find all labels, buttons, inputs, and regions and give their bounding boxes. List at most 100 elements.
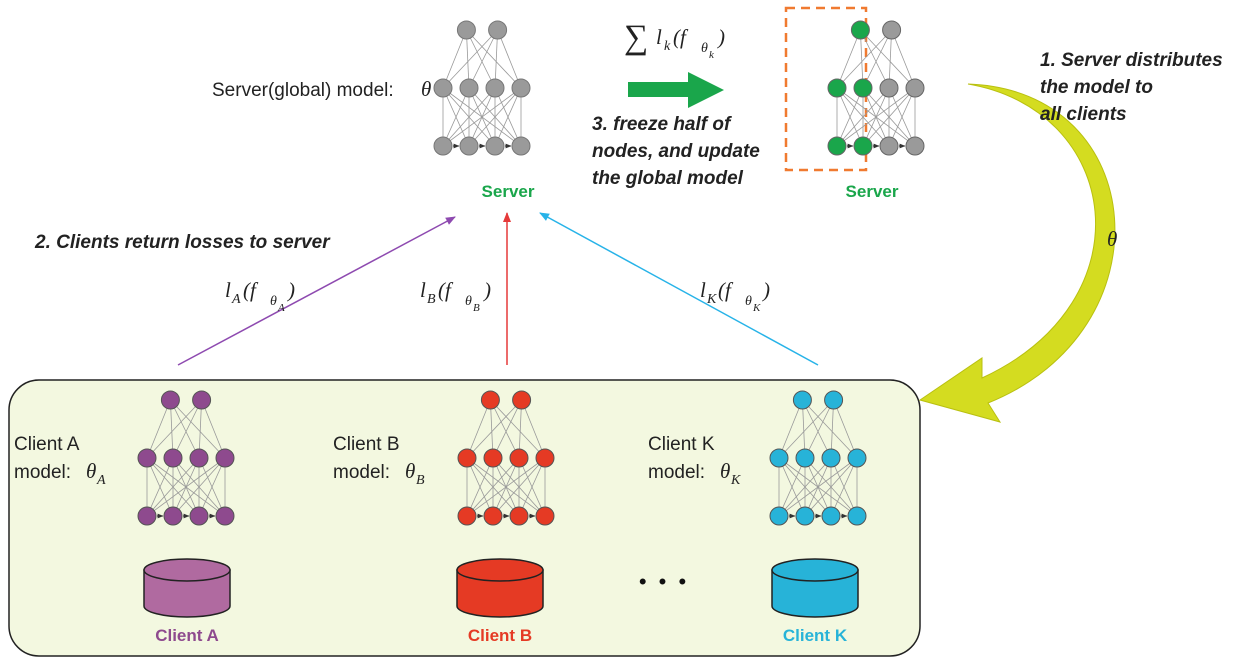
svg-text:B: B [416, 473, 425, 488]
svg-text:A: A [231, 292, 241, 307]
server-caption: Server [482, 182, 535, 201]
node [483, 506, 503, 526]
node [853, 136, 873, 156]
loss-label-k: l K (f θ K ) [700, 278, 770, 314]
svg-text:the model to: the model to [1040, 77, 1153, 98]
client-b-caption: Client B [468, 626, 532, 645]
updated-server-network [827, 20, 925, 156]
loss-label-a: l A (f θ A ) [225, 278, 295, 314]
svg-text:θ: θ [270, 294, 277, 309]
node [821, 448, 841, 468]
svg-text:l: l [656, 25, 662, 49]
node [215, 448, 235, 468]
client-b-network [457, 390, 555, 526]
node [457, 448, 477, 468]
node [827, 78, 847, 98]
node [882, 20, 902, 40]
svg-text:1. Server distributes: 1. Server distributes [1040, 50, 1223, 71]
svg-text:all clients: all clients [1040, 104, 1127, 125]
node [485, 136, 505, 156]
node [163, 448, 183, 468]
node [511, 136, 531, 156]
node [163, 506, 183, 526]
node [879, 136, 899, 156]
svg-text:θ: θ [465, 294, 472, 309]
svg-text:nodes, and update: nodes, and update [592, 141, 760, 162]
node [535, 506, 555, 526]
step1-text: 1. Server distributes the model to all c… [1040, 50, 1223, 125]
client-a-caption: Client A [155, 626, 219, 645]
node [459, 136, 479, 156]
svg-text:θ: θ [86, 459, 96, 483]
svg-text:A: A [277, 302, 285, 314]
node [905, 78, 925, 98]
node [795, 506, 815, 526]
node [509, 506, 529, 526]
node [853, 78, 873, 98]
client-k-database [771, 558, 859, 618]
svg-text:3. freeze half of: 3. freeze half of [592, 114, 732, 135]
client-a-database [143, 558, 231, 618]
svg-text:the global model: the global model [592, 168, 744, 189]
svg-text:(f: (f [438, 278, 454, 302]
svg-text:model:: model: [648, 462, 705, 483]
node [459, 78, 479, 98]
node [792, 390, 812, 410]
node [433, 136, 453, 156]
node [511, 78, 531, 98]
svg-text:Client K: Client K [648, 434, 715, 455]
node [821, 506, 841, 526]
svg-text:l: l [225, 278, 231, 302]
node [827, 136, 847, 156]
node [824, 390, 844, 410]
node [137, 506, 157, 526]
svg-text:Client B: Client B [333, 434, 400, 455]
client-a-return-arrow [177, 216, 456, 366]
node [879, 78, 899, 98]
node [769, 506, 789, 526]
client-a-label: Client A model: θ A [14, 434, 106, 488]
aggregate-formula: ∑ l k (f θ k ) [624, 19, 725, 61]
node [433, 78, 453, 98]
clients-ellipsis: • • • [639, 569, 689, 594]
node [509, 448, 529, 468]
node [850, 20, 870, 40]
svg-text:): ) [717, 25, 725, 49]
svg-text:): ) [287, 278, 295, 302]
client-k-label: Client K model: θ K [648, 434, 741, 488]
client-k-return-arrow [539, 212, 819, 366]
step3-text: 3. freeze half of nodes, and update the … [592, 114, 760, 189]
server-network [433, 20, 531, 156]
node [480, 390, 500, 410]
svg-text:∑: ∑ [624, 19, 648, 56]
svg-text:k: k [664, 39, 671, 54]
client-a-network [137, 390, 235, 526]
node [192, 390, 212, 410]
svg-text:K: K [706, 292, 717, 307]
svg-text:B: B [473, 302, 480, 314]
svg-text:model:: model: [14, 462, 71, 483]
distribution-theta: θ [1107, 227, 1117, 251]
node [483, 448, 503, 468]
svg-text:): ) [483, 278, 491, 302]
svg-text:θ: θ [405, 459, 415, 483]
node [847, 506, 867, 526]
updated-server-caption: Server [846, 182, 899, 201]
networks-group [137, 20, 925, 526]
svg-text:K: K [730, 473, 741, 488]
node [488, 20, 508, 40]
loss-label-b: l B (f θ B ) [420, 278, 491, 314]
node [905, 136, 925, 156]
node [137, 448, 157, 468]
green-aggregate-arrow [628, 72, 724, 108]
step2-text: 2. Clients return losses to server [34, 232, 331, 253]
svg-text:Client A: Client A [14, 434, 80, 455]
node [769, 448, 789, 468]
node [189, 448, 209, 468]
svg-text:θ: θ [720, 459, 730, 483]
svg-text:(f: (f [718, 278, 734, 302]
client-b-label: Client B model: θ B [333, 434, 425, 488]
client-k-caption: Client K [783, 626, 848, 645]
svg-text:(f: (f [243, 278, 259, 302]
svg-text:k: k [709, 49, 715, 61]
